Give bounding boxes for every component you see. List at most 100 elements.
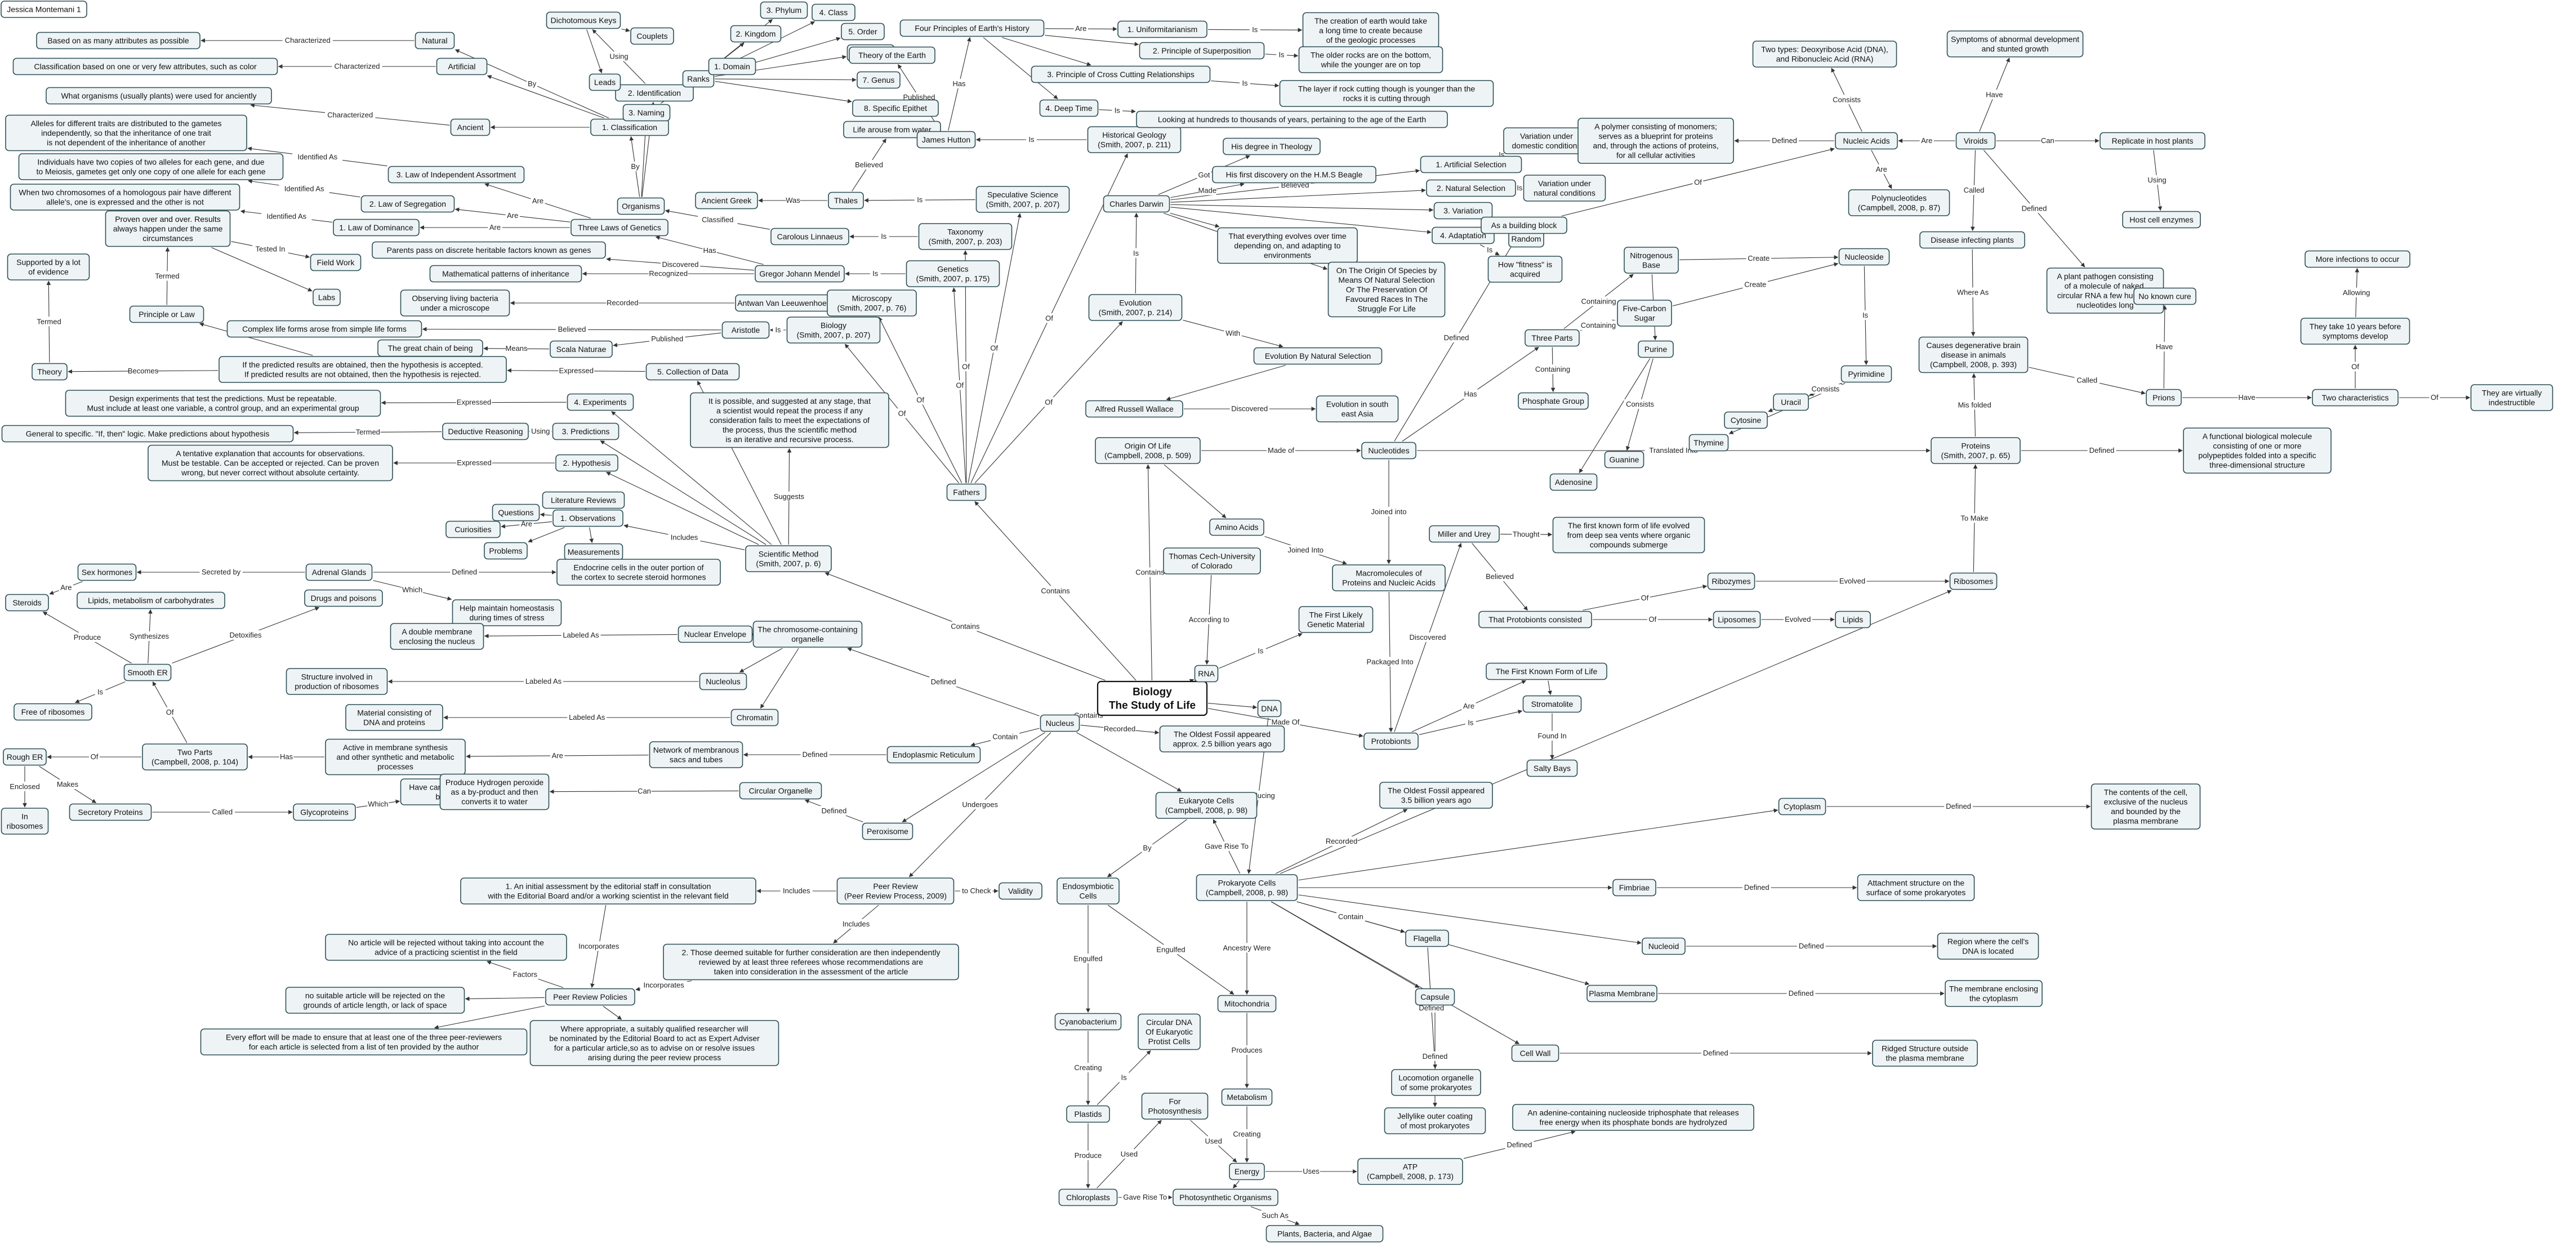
concept-node-nucleus[interactable]: Nucleus bbox=[1040, 714, 1080, 732]
concept-node-threeparts[interactable]: Three Parts bbox=[1525, 329, 1580, 347]
concept-node-order[interactable]: 5. Order bbox=[841, 23, 885, 41]
concept-node-purine[interactable]: Purine bbox=[1638, 340, 1674, 358]
concept-node-predictions[interactable]: 3. Predictions bbox=[552, 422, 620, 440]
concept-node-threelaws[interactable]: Three Laws of Genetics bbox=[571, 219, 668, 237]
concept-node-nuclenv[interactable]: Nuclear Envelope bbox=[678, 625, 753, 643]
concept-node-biology[interactable]: Biology(Smith, 2007, p. 207) bbox=[786, 317, 881, 344]
concept-node-chromatin[interactable]: Chromatin bbox=[730, 709, 779, 727]
concept-node-dichot[interactable]: Dichotomous Keys bbox=[546, 11, 621, 29]
concept-node-plasmamem[interactable]: Plasma Membrane bbox=[1586, 984, 1657, 1003]
concept-node-lipidsmeta[interactable]: Lipids, metabolism of carbohydrates bbox=[77, 591, 225, 609]
concept-node-thales[interactable]: Thales bbox=[828, 191, 864, 210]
concept-node-questions[interactable]: Questions bbox=[492, 504, 540, 522]
concept-node-suggests[interactable]: It is possible, and suggested at any sta… bbox=[690, 392, 889, 448]
concept-node-phylum[interactable]: 3. Phylum bbox=[760, 1, 808, 19]
concept-node-litreviews[interactable]: Literature Reviews bbox=[542, 491, 625, 509]
concept-node-title[interactable]: Jessica Montemani 1 bbox=[1, 1, 87, 18]
concept-node-evolvesover[interactable]: That everything evolves over timedependi… bbox=[1217, 227, 1358, 264]
concept-node-photosyn[interactable]: Photosynthetic Organisms bbox=[1173, 1188, 1278, 1206]
concept-node-circorg[interactable]: Circular Organelle bbox=[739, 782, 822, 800]
concept-node-endocrine[interactable]: Endocrine cells in the outer portion oft… bbox=[556, 559, 721, 586]
concept-node-hostenz[interactable]: Host cell enzymes bbox=[2122, 211, 2201, 229]
concept-node-thymine[interactable]: Thymine bbox=[1688, 434, 1729, 452]
concept-node-twoparts[interactable]: Two Parts(Campbell, 2008, p. 104) bbox=[142, 743, 248, 770]
concept-node-prokaryote[interactable]: Prokaryote Cells(Campbell, 2008, p. 98) bbox=[1196, 874, 1298, 901]
concept-node-crossDesc[interactable]: The layer if rock cutting though is youn… bbox=[1279, 80, 1494, 107]
concept-node-scimethod[interactable]: Scientific Method(Smith, 2007, p. 6) bbox=[745, 545, 832, 572]
concept-node-deductive[interactable]: Deductive Reasoning bbox=[442, 422, 529, 440]
concept-node-hypDesc[interactable]: A tentative explanation that accounts fo… bbox=[148, 444, 393, 482]
concept-node-aristotle[interactable]: Aristotle bbox=[721, 321, 770, 339]
concept-node-evonatsel[interactable]: Evolution By Natural Selection bbox=[1253, 347, 1383, 365]
concept-node-dna[interactable]: DNA bbox=[1257, 700, 1282, 718]
concept-node-endoret[interactable]: Endoplasmic Reticulum bbox=[886, 746, 981, 764]
concept-node-freeribo[interactable]: Free of ribosomes bbox=[14, 703, 92, 721]
concept-node-random[interactable]: Random bbox=[1508, 230, 1544, 248]
concept-node-hypothesis[interactable]: 2. Hypothesis bbox=[555, 454, 618, 472]
concept-node-eukaryote[interactable]: Eukaryote Cells(Campbell, 2008, p. 98) bbox=[1155, 792, 1258, 819]
concept-node-twochar[interactable]: Two characteristics bbox=[2312, 389, 2399, 407]
concept-node-indep[interactable]: 3. Law of Independent Assortment bbox=[387, 166, 525, 184]
concept-node-jameshutton[interactable]: James Hutton bbox=[916, 131, 976, 149]
concept-node-whereappro[interactable]: Where appropriate, a suitably qualified … bbox=[529, 1020, 779, 1066]
concept-node-scala[interactable]: Scala Naturae bbox=[550, 340, 613, 358]
concept-node-metabolism[interactable]: Metabolism bbox=[1221, 1088, 1273, 1106]
concept-node-identification[interactable]: 2. Identification bbox=[615, 84, 694, 102]
concept-node-cytoplasm[interactable]: Cytoplasm bbox=[1778, 798, 1826, 816]
concept-node-firstknown[interactable]: The first known form of life evolvedfrom… bbox=[1552, 516, 1705, 554]
concept-node-leads[interactable]: Leads bbox=[589, 73, 621, 91]
concept-node-alfred[interactable]: Alfred Russell Wallace bbox=[1085, 400, 1183, 418]
concept-node-theory[interactable]: Theory bbox=[32, 363, 68, 381]
concept-node-originlife[interactable]: Origin Of Life(Campbell, 2008, p. 509) bbox=[1095, 437, 1201, 464]
concept-node-glycoproteins[interactable]: Glycoproteins bbox=[293, 803, 356, 821]
concept-node-experiments[interactable]: 4. Experiments bbox=[567, 393, 634, 411]
concept-node-charArtificial[interactable]: Classification based on one or very few … bbox=[12, 57, 278, 75]
concept-node-superpos[interactable]: 2. Principle of Superposition bbox=[1139, 42, 1265, 60]
concept-node-fimbriae[interactable]: Fimbriae bbox=[1612, 879, 1656, 897]
concept-node-atp[interactable]: ATP(Campbell, 2008, p. 173) bbox=[1357, 1158, 1463, 1185]
concept-node-histgeo[interactable]: Historical Geology(Smith, 2007, p. 211) bbox=[1087, 126, 1182, 153]
concept-node-adenosine[interactable]: Adenosine bbox=[1549, 473, 1598, 491]
concept-node-drugs[interactable]: Drugs and poisons bbox=[304, 589, 383, 607]
concept-node-ribozymes[interactable]: Ribozymes bbox=[1707, 572, 1755, 590]
concept-node-millerurey[interactable]: Miller and Urey bbox=[1429, 525, 1500, 543]
concept-node-prions[interactable]: Prions bbox=[2146, 389, 2182, 407]
concept-node-stromatolite[interactable]: Stromatolite bbox=[1522, 695, 1582, 713]
concept-node-chloroplasts[interactable]: Chloroplasts bbox=[1058, 1188, 1118, 1206]
concept-node-cytosine[interactable]: Cytosine bbox=[1724, 411, 1768, 429]
concept-node-nosuitable[interactable]: no suitable article will be rejected on … bbox=[285, 987, 465, 1014]
concept-node-couplets[interactable]: Couplets bbox=[630, 27, 674, 45]
concept-node-uracil[interactable]: Uracil bbox=[1773, 393, 1809, 411]
concept-node-charNatural[interactable]: Based on as many attributes as possible bbox=[36, 32, 200, 50]
concept-node-ancientgreek[interactable]: Ancient Greek bbox=[695, 191, 758, 210]
concept-node-greatchain[interactable]: The great chain of being bbox=[377, 339, 483, 357]
concept-node-naming[interactable]: 3. Naming bbox=[622, 104, 671, 122]
concept-node-deemed[interactable]: 2. Those deemed suitable for further con… bbox=[663, 943, 959, 981]
concept-node-polynuc[interactable]: Polynucleotides(Campbell, 2008, p. 87) bbox=[1848, 189, 1950, 216]
concept-node-phosphate[interactable]: Phosphate Group bbox=[1518, 392, 1589, 410]
concept-node-nucleoside[interactable]: Nucleoside bbox=[1838, 248, 1890, 266]
concept-node-initial[interactable]: 1. An initial assessment by the editoria… bbox=[460, 877, 756, 905]
concept-node-labs[interactable]: Labs bbox=[313, 288, 341, 306]
concept-node-nucleotides[interactable]: Nucleotides bbox=[1361, 442, 1416, 460]
